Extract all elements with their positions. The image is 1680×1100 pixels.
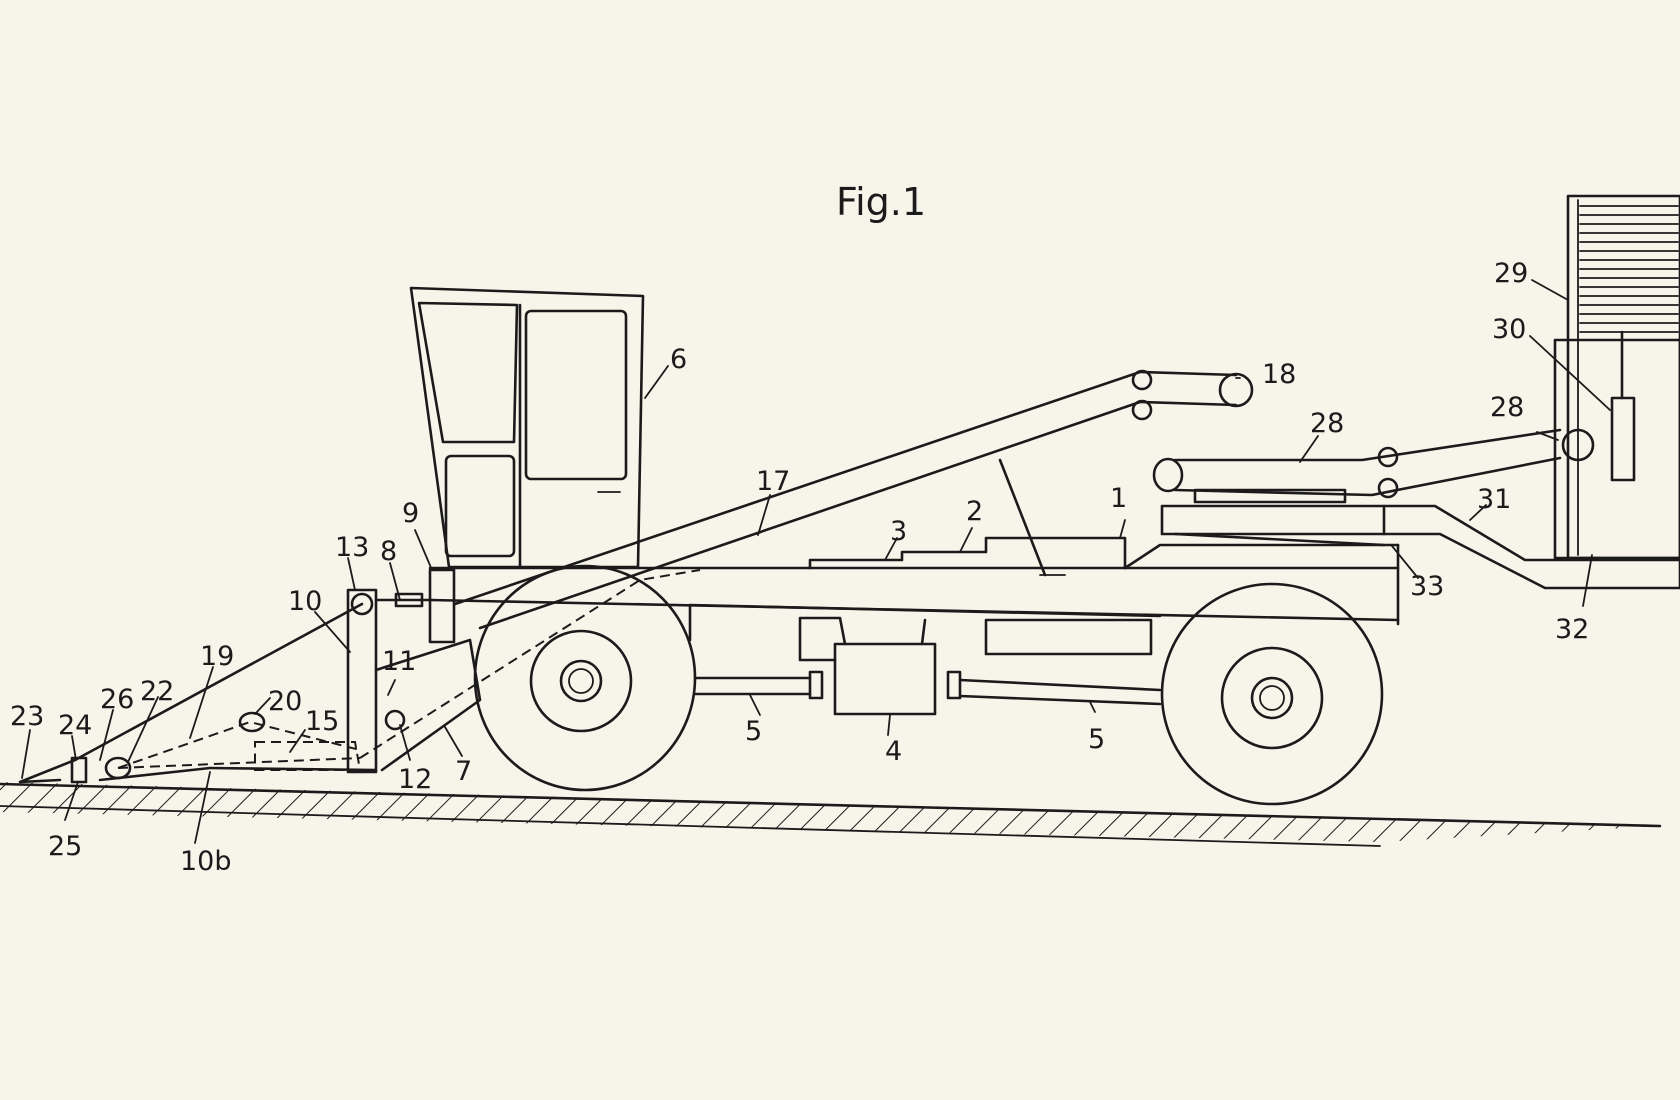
front-linkage [18,568,482,784]
label-31: 31 [1477,484,1511,515]
engine-components [808,458,1400,656]
label-22: 22 [140,676,174,707]
ground-hatching [0,782,1662,847]
label-32: 32 [1555,614,1589,645]
label-5-left: 5 [745,716,762,747]
boom [359,369,1254,759]
label-11: 11 [382,646,416,677]
front-wheel [473,564,697,792]
label-19: 19 [200,641,234,672]
label-10: 10 [288,586,322,617]
figure-title: Fig.1 [836,180,926,224]
label-2: 2 [966,496,983,527]
leader-lines [21,279,1611,844]
label-5-right: 5 [1088,724,1105,755]
label-23: 23 [10,701,44,732]
label-3: 3 [890,516,907,547]
label-4: 4 [885,736,902,767]
label-29: 29 [1494,258,1528,289]
label-8: 8 [380,536,397,567]
label-28-pivot: 28 [1490,392,1524,423]
label-28-arm: 28 [1310,408,1344,439]
label-24: 24 [58,710,92,741]
transmission [693,616,1162,716]
label-9: 9 [402,498,419,529]
label-17: 17 [756,466,790,497]
label-10b: 10b [180,846,232,877]
rear-stack [1553,194,1680,560]
label-15: 15 [305,706,339,737]
label-13: 13 [335,532,369,563]
label-33: 33 [1410,571,1444,602]
label-30: 30 [1492,314,1526,345]
label-1: 1 [1110,483,1127,514]
rear-wheel [1160,582,1384,806]
label-25: 25 [48,831,82,862]
cab [409,286,645,569]
turntable [1160,504,1680,590]
label-20: 20 [268,686,302,717]
label-7: 7 [455,756,472,787]
rear-arm [1152,428,1595,504]
label-6: 6 [670,344,687,375]
label-18: 18 [1262,359,1296,390]
label-26: 26 [100,684,134,715]
label-12: 12 [398,764,432,795]
chassis-frame [428,543,1400,642]
reference-numerals: 1 2 3 4 5 5 6 7 8 9 10 10b 11 12 13 15 1… [10,258,1589,877]
